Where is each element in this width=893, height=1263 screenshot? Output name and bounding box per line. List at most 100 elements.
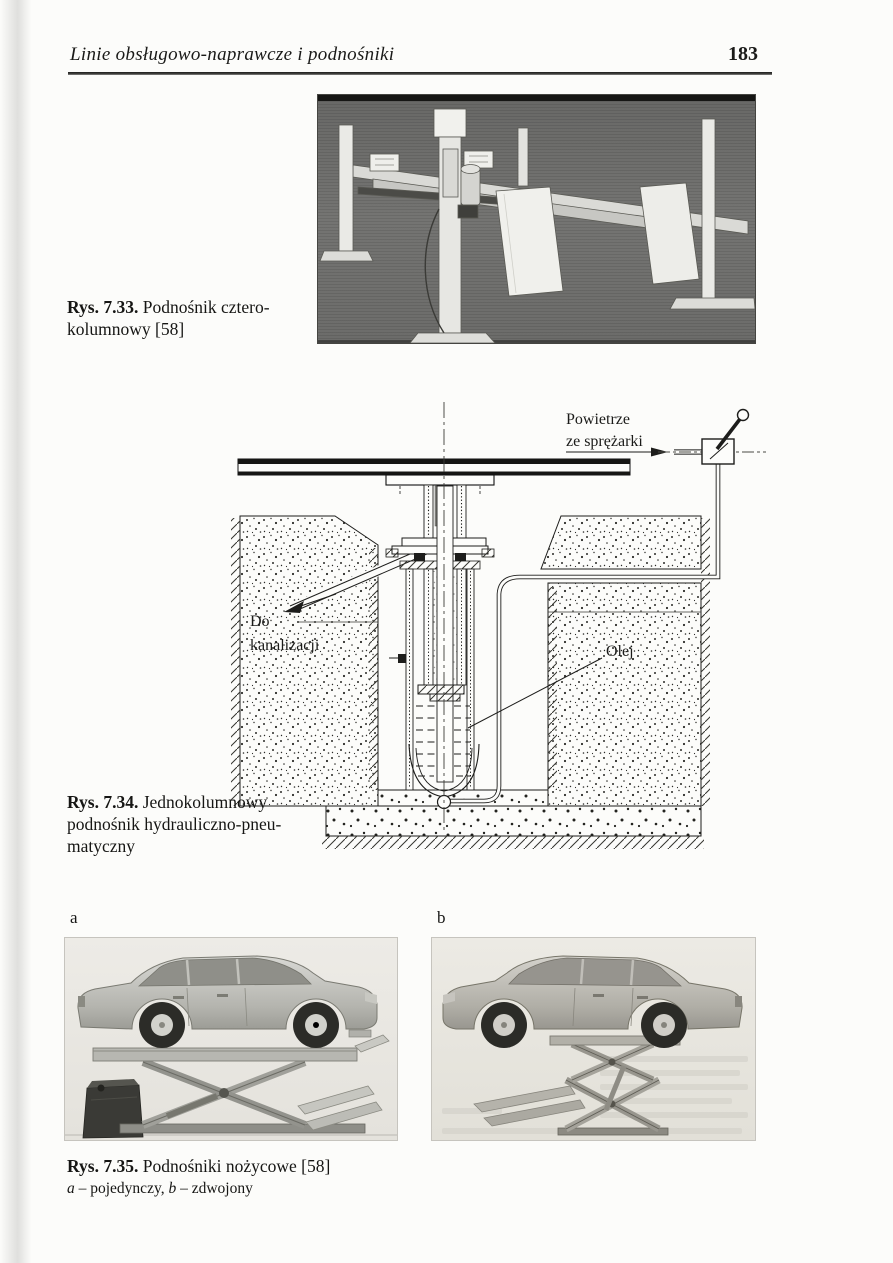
figure-7-35b-photo-double-scissor-lift <box>431 937 756 1141</box>
inner-piston-tube <box>436 485 454 783</box>
door-handle <box>173 996 184 999</box>
rear-wheel <box>139 1002 185 1048</box>
drain-arrow <box>284 593 337 613</box>
rear-left-column <box>517 127 529 187</box>
caption-text: podnośnik hydrauliczno-pneu- <box>67 814 282 834</box>
label-air-line1: Powietrze <box>566 411 630 428</box>
b-pillar <box>185 959 191 986</box>
photo-bottom-edge <box>318 340 755 343</box>
taillight <box>78 996 85 1007</box>
front-wheel <box>481 1002 527 1048</box>
front-right-base-plate <box>669 297 755 310</box>
earth-hatching <box>231 518 710 849</box>
figure-label: Rys. 7.34. <box>67 792 139 812</box>
variant-a-letter: a <box>67 1180 75 1197</box>
front-left-base-plate <box>319 250 374 262</box>
figure-7-35a-photo-single-scissor-lift <box>64 937 398 1141</box>
air-pipe <box>450 464 721 804</box>
wheel-stop <box>348 1029 372 1038</box>
front-left-column <box>338 124 354 252</box>
car-windows <box>137 957 312 987</box>
caption-text: Podnośnik cztero- <box>142 297 270 317</box>
foundation-slab <box>325 805 702 837</box>
variant-b-letter: b <box>168 1180 177 1197</box>
mast-base-plate <box>409 332 496 343</box>
figure-7-33-photo-four-column-lift <box>317 94 756 344</box>
photo-top-edge <box>318 95 755 101</box>
four-column-lift-illustration <box>318 95 755 343</box>
front-wheel <box>293 1002 339 1048</box>
hydraulic-cylinder <box>165 1093 219 1119</box>
rear-wheel <box>641 1002 687 1048</box>
door-handle <box>637 996 648 999</box>
left-concrete-mass <box>239 515 379 807</box>
scissor-pivot <box>608 1058 616 1066</box>
control-valve <box>701 408 750 465</box>
pulley-block <box>457 204 479 219</box>
page-gutter-shadow <box>0 0 34 1263</box>
caption-text: Jednokolumnowy <box>142 792 268 812</box>
caption-fig-7-34: Rys. 7.34. Jednokolumnowy podnośnik hydr… <box>67 791 357 857</box>
base-frame <box>119 1123 366 1134</box>
valve-lever <box>715 417 742 451</box>
drive-up-ramps <box>297 1085 383 1131</box>
single-scissor-lift-illustration <box>65 938 397 1140</box>
caption-subtext: a – pojedynczy, b – zdwojony <box>67 1179 427 1199</box>
door-handle <box>593 994 604 997</box>
car-sedan <box>442 955 743 1048</box>
right-concrete-mass <box>547 582 702 807</box>
mast-panel <box>442 148 459 198</box>
mount-plate <box>385 474 495 486</box>
oil-leader-line <box>467 657 603 729</box>
wheel-stop-bracket <box>463 150 494 169</box>
c-pillar <box>579 958 585 985</box>
c-pillar <box>235 958 241 985</box>
figure-label: Rys. 7.35. <box>67 1156 139 1176</box>
ramp-flap-right <box>639 182 700 285</box>
photo-a-letter: a <box>70 908 78 927</box>
piston-plate <box>417 684 465 702</box>
side-fitting <box>398 654 406 663</box>
running-head-title: Linie obsługowo-naprawcze i podnośniki <box>70 44 395 65</box>
lever-knob <box>736 408 750 422</box>
photo-b-letter: b <box>437 908 446 927</box>
car-sedan <box>77 955 378 1048</box>
right-concrete-ledge <box>540 515 702 570</box>
hydraulic-cylinder <box>603 1065 627 1111</box>
caption-text: kolumnowy [58] <box>67 319 185 339</box>
figure-label: Rys. 7.33. <box>67 297 139 317</box>
label-air-line2: ze sprężarki <box>566 433 643 450</box>
page-number: 183 <box>728 43 758 65</box>
header-rule <box>68 72 772 75</box>
door-handle <box>217 994 228 997</box>
double-scissor-lift-illustration <box>432 938 755 1140</box>
mast-top-carriage <box>433 108 467 138</box>
motor-cap <box>460 164 481 174</box>
label-drain-line2: kanalizacji <box>250 637 320 654</box>
hose-cable <box>424 208 445 334</box>
headlight <box>443 992 455 1004</box>
caption-text: Podnośniki nożycowe [58] <box>142 1156 331 1176</box>
hydraulic-pneumatic-lift-diagram: Powietrze ze sprężarki Do kanalizacji Ol… <box>231 402 766 849</box>
front-right-column <box>701 118 716 304</box>
car-windows <box>508 957 683 987</box>
label-oil: Olej <box>606 643 634 660</box>
lift-structure <box>319 108 755 343</box>
caption-text: matyczny <box>67 836 136 856</box>
platform-end-ramp <box>354 1034 390 1053</box>
lift-platform <box>237 458 631 496</box>
variant-a-text: – pojedynczy, <box>74 1180 169 1197</box>
drive-motor <box>460 168 481 206</box>
taillight <box>735 996 742 1007</box>
drive-up-ramps <box>473 1085 586 1127</box>
lift-platform <box>92 1029 390 1062</box>
b-pillar <box>629 959 635 986</box>
caption-fig-7-35: Rys. 7.35. Podnośniki nożycowe [58] a – … <box>67 1155 427 1199</box>
double-scissor-mechanism <box>557 1040 669 1136</box>
figure-7-34-diagram-single-column-lift: Powietrze ze sprężarki Do kanalizacji Ol… <box>228 398 768 863</box>
scissor-pivot <box>219 1088 229 1098</box>
label-drain-line1: Do <box>250 613 270 630</box>
caption-fig-7-33: Rys. 7.33. Podnośnik cztero- kolumnowy [… <box>67 296 347 340</box>
base-frame <box>557 1127 669 1136</box>
